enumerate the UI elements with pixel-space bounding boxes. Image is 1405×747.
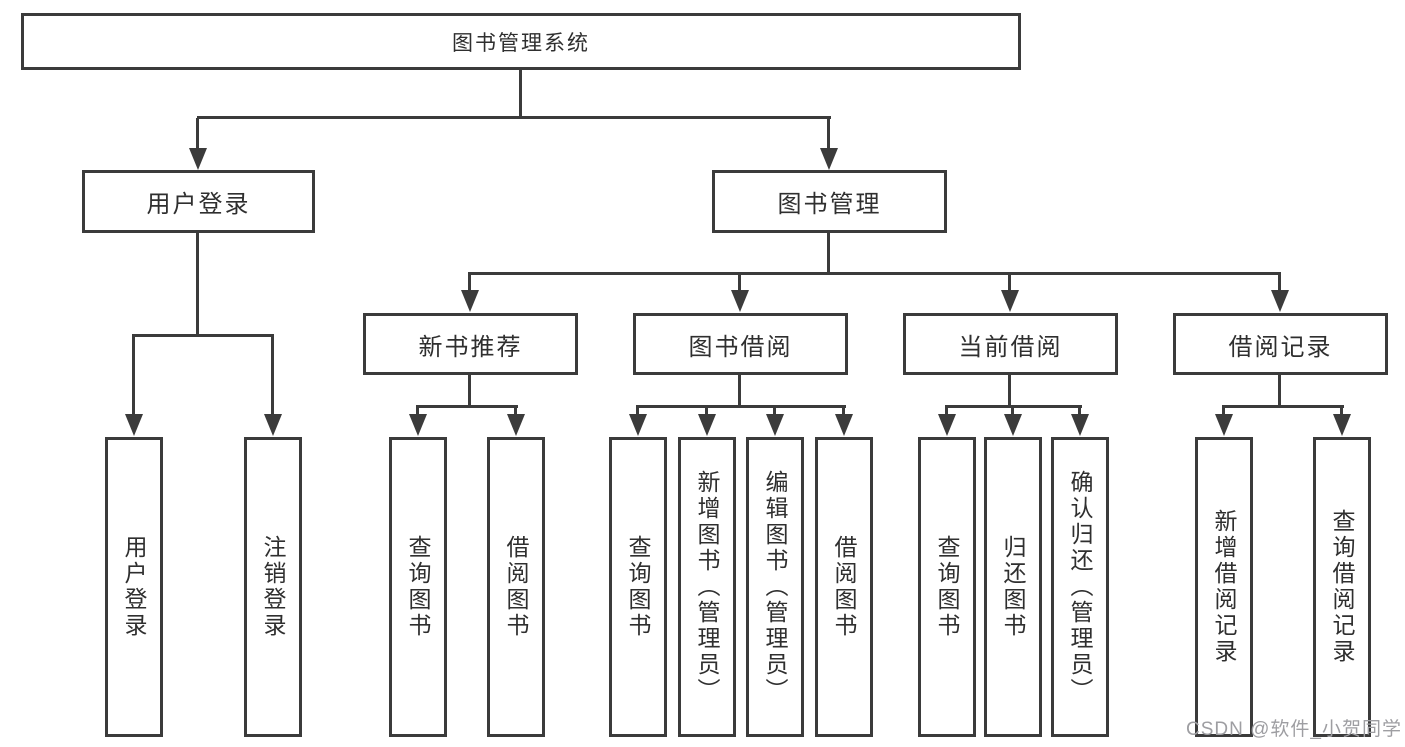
connector-root-drop xyxy=(519,70,522,118)
connector-user-login-drop xyxy=(196,233,199,337)
leaf-records-add-record: 新增借阅记录 xyxy=(1195,437,1253,737)
arrowhead-icon xyxy=(409,414,427,436)
connector-line xyxy=(132,337,135,415)
node-current-borrow: 当前借阅 xyxy=(903,313,1118,375)
arrowhead-icon xyxy=(629,414,647,436)
leaf-current-confirm-return-admin: 确认归还（管理员） xyxy=(1051,437,1109,737)
connector-line xyxy=(1340,407,1343,416)
connector-line xyxy=(416,407,419,416)
arrowhead-icon xyxy=(1215,414,1233,436)
leaf-current-return-book: 归还图书 xyxy=(984,437,1042,737)
connector-current-drop xyxy=(1008,375,1011,408)
leaf-recommend-borrow-book: 借阅图书 xyxy=(487,437,545,737)
node-borrow-records: 借阅记录 xyxy=(1173,313,1388,375)
leaf-borrow-query-book: 查询图书 xyxy=(609,437,667,737)
connector-line xyxy=(1008,274,1011,291)
connector-bus-user-login xyxy=(132,334,274,337)
connector-book-mgmt-drop xyxy=(827,233,830,275)
connector-line xyxy=(705,407,708,416)
arrowhead-icon xyxy=(1004,414,1022,436)
connector-bus-level2 xyxy=(197,116,831,119)
connector-line xyxy=(842,407,845,416)
arrowhead-icon xyxy=(1071,414,1089,436)
connector-line xyxy=(945,407,948,416)
node-book-borrow: 图书借阅 xyxy=(633,313,848,375)
leaf-borrow-edit-book-admin: 编辑图书（管理员） xyxy=(746,437,804,737)
arrowhead-icon xyxy=(264,414,282,436)
leaf-user-login: 用户登录 xyxy=(105,437,163,737)
arrowhead-icon xyxy=(1333,414,1351,436)
arrowhead-icon xyxy=(731,290,749,312)
connector-line xyxy=(196,118,199,150)
connector-recommend-drop xyxy=(468,375,471,408)
connector-line xyxy=(1078,407,1081,416)
leaf-current-query-book: 查询图书 xyxy=(918,437,976,737)
leaf-records-query-record: 查询借阅记录 xyxy=(1313,437,1371,737)
connector-line xyxy=(773,407,776,416)
connector-line xyxy=(468,274,471,291)
connector-records-drop xyxy=(1278,375,1281,408)
node-library-system: 图书管理系统 xyxy=(21,13,1021,70)
connector-line xyxy=(1222,407,1225,416)
connector-line xyxy=(1278,274,1281,291)
connector-bus-current xyxy=(945,405,1082,408)
connector-bus-recommend xyxy=(416,405,518,408)
csdn-watermark: CSDN @软件_小贺同学 xyxy=(1186,719,1402,740)
arrowhead-icon xyxy=(698,414,716,436)
connector-line xyxy=(271,337,274,415)
connector-line xyxy=(738,274,741,291)
connector-line xyxy=(827,118,830,150)
node-book-management: 图书管理 xyxy=(712,170,947,233)
arrowhead-icon xyxy=(461,290,479,312)
arrowhead-icon xyxy=(189,148,207,170)
connector-borrow-drop xyxy=(738,375,741,408)
arrowhead-icon xyxy=(835,414,853,436)
connector-line xyxy=(514,407,517,416)
arrowhead-icon xyxy=(507,414,525,436)
arrowhead-icon xyxy=(766,414,784,436)
connector-line xyxy=(1011,407,1014,416)
connector-bus-borrow xyxy=(636,405,846,408)
leaf-logout: 注销登录 xyxy=(244,437,302,737)
connector-line xyxy=(636,407,639,416)
leaf-recommend-query-book: 查询图书 xyxy=(389,437,447,737)
node-user-login: 用户登录 xyxy=(82,170,315,233)
connector-bus-level3 xyxy=(468,272,1281,275)
leaf-borrow-borrow-book: 借阅图书 xyxy=(815,437,873,737)
arrowhead-icon xyxy=(1001,290,1019,312)
connector-bus-records xyxy=(1222,405,1344,408)
leaf-borrow-add-book-admin: 新增图书（管理员） xyxy=(678,437,736,737)
arrowhead-icon xyxy=(125,414,143,436)
node-new-book-recommend: 新书推荐 xyxy=(363,313,578,375)
arrowhead-icon xyxy=(938,414,956,436)
arrowhead-icon xyxy=(820,148,838,170)
arrowhead-icon xyxy=(1271,290,1289,312)
